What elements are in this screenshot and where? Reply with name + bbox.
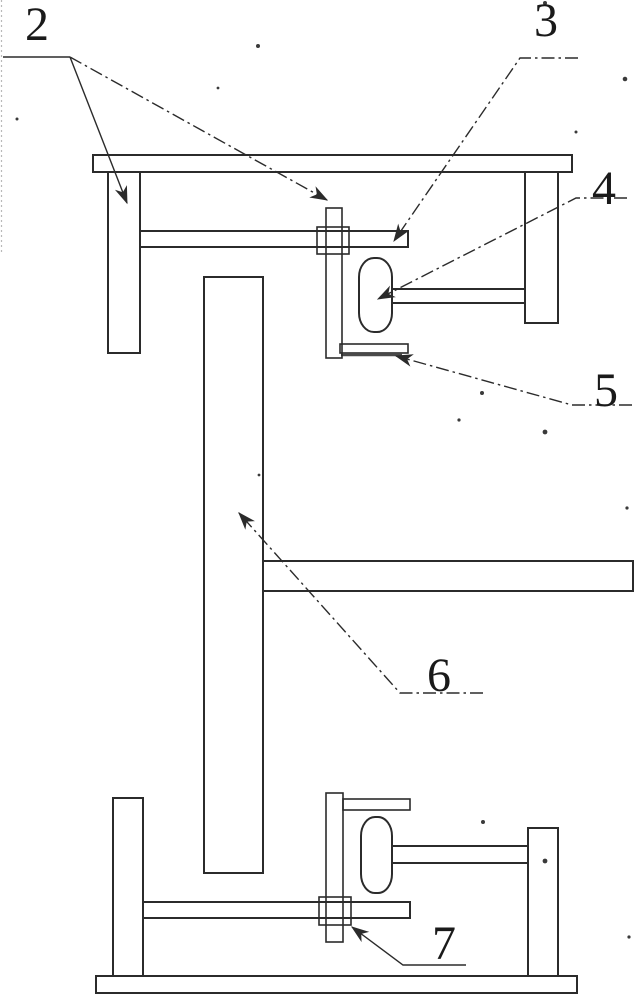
top-bench-plate [92,154,573,173]
lower-slide-collar [318,896,352,926]
part-label-5: 5 [594,364,618,417]
upper-arm [391,288,527,304]
lower-left-leg [112,797,144,977]
upper-guide-rail [139,230,409,248]
lower-arm [391,845,529,864]
leader-6 [238,512,483,694]
lower-guide-rail [141,901,411,919]
upper-slide-collar [316,226,350,255]
lower-right-post [527,827,559,978]
upper-lower-bracket [339,343,409,354]
upper-slide-bar [325,207,343,359]
paper-specks [15,1,631,939]
upper-right-leg [524,171,559,324]
leader-3 [393,57,578,243]
leader-5 [394,354,632,406]
part-label-6: 6 [427,649,451,702]
lower-slide-bar [325,792,344,943]
leader-4 [376,197,627,300]
leader-7 [350,926,466,966]
lower-roller [360,816,393,894]
part-label-4: 4 [592,162,616,215]
part-label-3: 3 [534,0,558,47]
middle-arm [262,560,634,592]
part-label-7: 7 [432,917,456,970]
lower-upper-bracket [342,798,411,811]
leader-2-to-slide-bar [69,56,329,201]
vertical-plate [203,276,264,874]
leader-2-to-left-leg [69,56,128,205]
base-plate [95,975,578,994]
part-label-2: 2 [25,0,49,51]
upper-left-leg [107,171,141,354]
